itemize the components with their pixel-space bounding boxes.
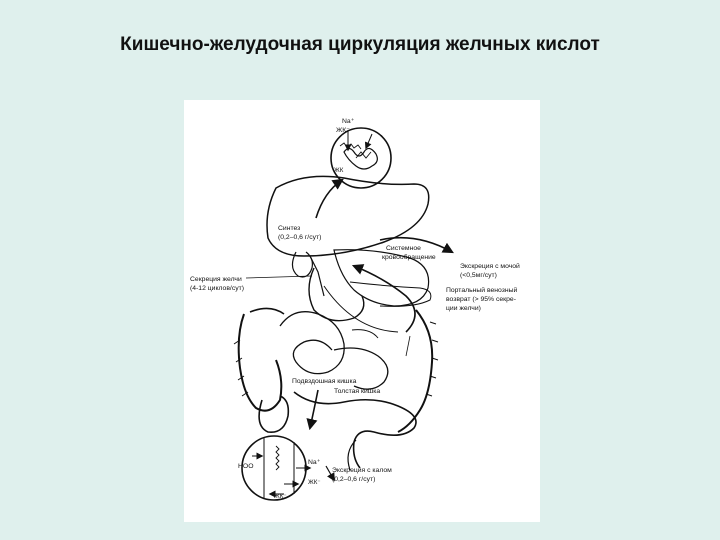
label-portal-1: Портальный венозный xyxy=(446,286,517,294)
stomach-shape xyxy=(333,249,430,307)
label-feces-1: Экскреция с калом xyxy=(332,467,392,474)
label-synthesis-1: Синтез xyxy=(278,225,300,232)
portal-leader xyxy=(405,335,411,357)
liver-shape xyxy=(266,175,430,257)
label-systemic-2: кровообращение xyxy=(382,253,436,261)
bile-secretion-leader xyxy=(245,275,313,279)
sigmoid-rectum-shape xyxy=(293,391,417,469)
small-intestine-shape xyxy=(279,311,345,375)
label-zhk-inner: ЖК xyxy=(334,167,344,174)
hepatocyte-magnified-circle xyxy=(330,127,392,189)
portal-return-arrow xyxy=(351,264,416,333)
ascending-colon-shape xyxy=(237,313,283,412)
enterocyte-magnified-circle xyxy=(241,435,312,501)
label-bile-secretion-1: Секреция желчи xyxy=(190,276,242,283)
label-portal-3: ции желчи) xyxy=(446,305,481,312)
diagram-svg: Na⁺ ЖК⁻ ЖК Синтез (0,2–0,6 г/сут) Систем… xyxy=(190,118,520,501)
duodenum-shape xyxy=(308,267,365,322)
cecum-shape xyxy=(258,395,290,433)
label-systemic-1: Системное xyxy=(386,245,421,252)
label-zhk-bottom-2: ЖК⁻ xyxy=(274,493,287,500)
label-hoo: HOO xyxy=(238,463,253,470)
label-feces-2: (0,2–0,6 г/сут) xyxy=(332,476,375,483)
label-na-bottom: Na⁺ xyxy=(308,459,321,466)
slide-title: Кишечно-желудочная циркуляция желчных ки… xyxy=(120,34,600,55)
pancreas-shape xyxy=(349,281,432,307)
label-urine-2: (<0,5мг/сут) xyxy=(460,272,497,279)
feces-arrow xyxy=(325,465,335,482)
label-zhk-bottom-1: ЖК⁻ xyxy=(308,479,321,486)
label-zhk-top: ЖК⁻ xyxy=(336,127,350,134)
descending-colon-shape xyxy=(397,309,434,433)
label-bile-secretion-2: (4-12 циклов/сут) xyxy=(190,285,244,292)
label-synthesis-2: (0,2–0,6 г/сут) xyxy=(278,234,321,241)
synthesis-arrow xyxy=(315,178,344,219)
ileum-to-cell-arrow xyxy=(306,389,319,431)
label-portal-2: возврат (> 95% секре- xyxy=(446,296,516,303)
enterohepatic-diagram: Na⁺ ЖК⁻ ЖК Синтез (0,2–0,6 г/сут) Систем… xyxy=(184,100,540,522)
label-na-top: Na⁺ xyxy=(342,118,355,125)
label-ileum: Подвздошная кишка xyxy=(292,378,357,385)
systemic-arrow xyxy=(379,236,454,254)
label-urine-1: Экскреция с мочой xyxy=(460,262,520,270)
label-colon: Толстая кишка xyxy=(334,388,380,395)
